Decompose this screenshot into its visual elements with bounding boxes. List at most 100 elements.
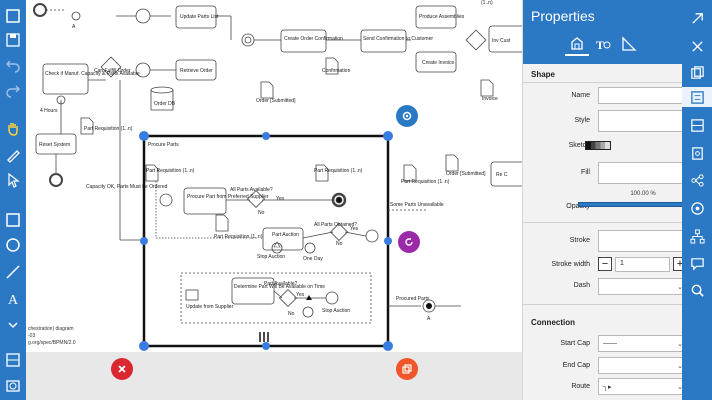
label-capacity-ok: Capacity OK, Parts Must be Ordered <box>86 184 168 190</box>
name-label: Name <box>571 92 590 99</box>
label-create-order-confirmation: Create Order Confirmation <box>284 36 343 42</box>
shape-section-title: Shape <box>531 70 556 79</box>
task-create-invoice <box>415 51 457 73</box>
section-divider <box>523 82 683 83</box>
label-update-parts-list: Update Parts List <box>180 14 219 20</box>
label-no-2: No <box>336 241 343 247</box>
hierarchy-icon[interactable] <box>687 226 707 246</box>
copy-pages-icon[interactable] <box>687 62 707 82</box>
label-part-req-1: Part Requisition (1..n) <box>84 126 133 132</box>
label-a-top: A <box>72 24 76 30</box>
more-chevron-icon[interactable] <box>3 315 23 335</box>
delete-icon[interactable] <box>111 358 133 380</box>
svg-text:T: T <box>596 38 604 52</box>
line-icon[interactable] <box>3 262 23 282</box>
label-ret: Re C <box>496 172 508 178</box>
properties-icon[interactable] <box>682 87 712 107</box>
fill-field[interactable] <box>598 162 688 184</box>
label-part-available: Part Available? <box>264 281 297 287</box>
pointer-icon[interactable] <box>3 170 23 190</box>
layers-icon[interactable] <box>687 115 707 135</box>
pen-icon[interactable] <box>3 145 23 165</box>
label-part-req-5: Part Requisition (1..n) <box>401 179 450 185</box>
task-produce-assemblies <box>415 5 457 29</box>
search-icon[interactable] <box>687 280 707 300</box>
ellipse-icon[interactable] <box>3 235 23 255</box>
rotate-icon[interactable] <box>398 231 420 253</box>
duplicate-icon[interactable] <box>396 358 418 380</box>
page-settings-icon[interactable] <box>687 143 707 163</box>
dash-select[interactable]: ⌄ <box>598 278 688 295</box>
label-order-submitted-2: Order [Submitted] <box>446 171 486 177</box>
close-icon[interactable] <box>687 8 707 28</box>
stroke-width-decrement-button[interactable]: − <box>598 257 612 271</box>
text-tab-icon[interactable]: T <box>591 32 615 56</box>
shape-tab-icon[interactable] <box>565 32 589 56</box>
shapes-palette-icon[interactable] <box>687 198 707 218</box>
left-toolbar: A <box>0 0 26 400</box>
sketch-label: Sketch <box>568 142 590 149</box>
label-update-from-supplier: Update from Supplier <box>186 304 234 310</box>
end-cap-select[interactable]: ⌄ <box>598 357 688 374</box>
close-icon[interactable] <box>687 36 707 56</box>
chevron-down-icon: ⌄ <box>677 383 683 391</box>
chevron-down-icon: ⌄ <box>677 362 683 370</box>
connection-section-title: Connection <box>531 318 575 327</box>
redo-icon[interactable] <box>3 80 23 100</box>
diagram-canvas[interactable]: A Update Parts List Retrieve Order Order… <box>26 0 522 400</box>
expand-icon[interactable] <box>3 6 23 26</box>
grid-icon[interactable] <box>3 350 23 370</box>
stroke-label: Stroke <box>569 237 590 244</box>
comment-icon[interactable] <box>687 253 707 273</box>
start-cap-select[interactable]: —— ⌄ <box>598 335 688 352</box>
task-check-manuf <box>42 63 89 95</box>
label-order-submitted-1: Order [Submitted] <box>256 98 296 104</box>
label-produce-assemblies: Produce Assemblies <box>419 14 465 20</box>
route-value: ┐▸ <box>603 383 612 391</box>
name-field[interactable] <box>598 87 688 104</box>
label-yes-2: Yes <box>350 226 359 232</box>
end-cap-label: End Cap <box>562 362 590 369</box>
label-retrieve-order: Retrieve Order <box>180 68 213 74</box>
sketch-swatch[interactable] <box>585 141 611 150</box>
route-select[interactable]: ┐▸ ⌄ <box>598 378 688 395</box>
label-part-req-3: Part Requisition (1..n) <box>314 168 363 174</box>
label-no-1: No <box>258 210 265 216</box>
bpmn-diagram[interactable]: A Update Parts List Retrieve Order Order… <box>26 0 522 352</box>
measure-tab-icon[interactable] <box>617 32 641 56</box>
label-four-hours: 4 Hours <box>40 108 58 114</box>
style-field[interactable] <box>598 110 688 132</box>
canvas-bottom-strip <box>26 352 522 400</box>
footnote-line-1: chestration) diagram <box>28 326 74 332</box>
undo-icon[interactable] <box>3 55 23 75</box>
label-determine-part: Determine Part Will Be Available on Time <box>234 284 325 290</box>
label-some-parts-unavailable: Some Parts Unavailable <box>390 202 444 208</box>
stroke-width-input[interactable]: 1 <box>615 257 670 272</box>
opacity-slider[interactable] <box>578 200 689 210</box>
label-no-3: No <box>288 311 295 317</box>
text-icon[interactable]: A <box>3 288 23 308</box>
rectangle-icon[interactable] <box>3 210 23 230</box>
label-stop-auction-2: Stop Auction <box>322 308 350 314</box>
camera-icon[interactable] <box>3 375 23 395</box>
panel-title: Properties <box>531 8 595 24</box>
footnote-line-3: g.org/spec/BPMN/2.0 <box>28 340 76 346</box>
task-create-order-confirmation <box>280 29 327 53</box>
label-check-manuf: Check if Manuf. Capacity & Parts Availab… <box>45 71 140 77</box>
save-icon[interactable] <box>3 30 23 50</box>
stroke-field[interactable] <box>598 230 688 252</box>
end-event-top-left <box>33 3 47 17</box>
start-cap-label: Start Cap <box>560 340 590 347</box>
label-part-req-2: Part Requisition (1..n) <box>146 168 195 174</box>
fill-label: Fill <box>581 169 590 176</box>
label-create-invoice: Create Invoice <box>422 60 454 66</box>
label-all-parts-obtained: All Parts Obtained? <box>314 222 357 228</box>
label-send-confirmation: Send Confirmation to Customer <box>363 36 433 42</box>
gear-icon[interactable] <box>396 105 418 127</box>
label-part-auction: Part Auction <box>272 232 299 238</box>
chevron-down-icon: ⌄ <box>677 283 683 291</box>
label-procure-parts: Procure Parts <box>148 142 179 148</box>
share-nodes-icon[interactable] <box>687 170 707 190</box>
label-one-n-top: (1..n) <box>481 0 493 6</box>
pan-hand-icon[interactable] <box>3 118 23 138</box>
